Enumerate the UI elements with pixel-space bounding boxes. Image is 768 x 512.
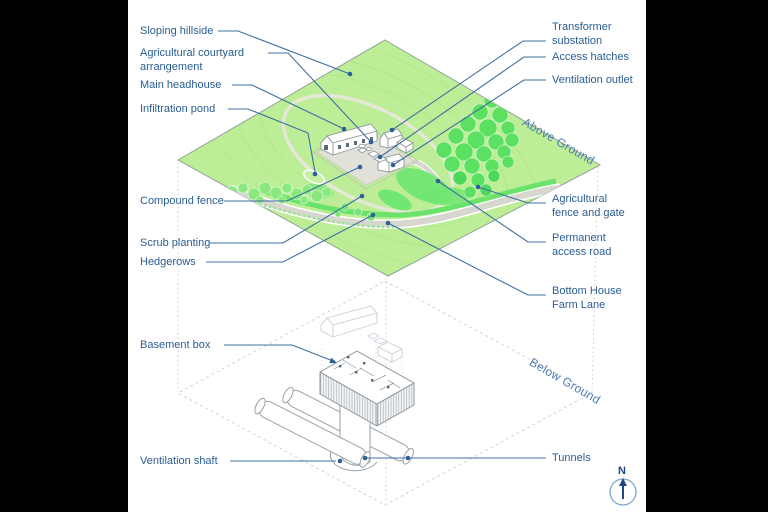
north-compass bbox=[609, 478, 637, 506]
leader-ventilation-outlet bbox=[392, 79, 546, 166]
woodland-cluster bbox=[435, 91, 520, 199]
leader-permanent-access-road bbox=[437, 180, 546, 243]
label-compound-fence: Compound fence bbox=[140, 194, 224, 208]
ghost-surface-buildings bbox=[320, 305, 403, 400]
ventilation-outlet-building bbox=[377, 153, 405, 173]
label-hedgerows: Hedgerows bbox=[140, 255, 196, 269]
label-scrub-planting: Scrub planting bbox=[140, 236, 210, 250]
label-text: fence and gate bbox=[552, 207, 625, 219]
label-text: Infiltration pond bbox=[140, 103, 216, 115]
access-hatches-shapes bbox=[357, 143, 388, 163]
farm-lane-road bbox=[228, 183, 561, 229]
label-text: Ventilation outlet bbox=[552, 74, 633, 86]
leader-bottom-house-farm-lane bbox=[387, 222, 546, 296]
basement-plan-lines bbox=[333, 359, 401, 391]
basement-box-structure bbox=[319, 350, 415, 427]
label-agricultural-fence-gate: Agricultural fence and gate bbox=[552, 192, 625, 220]
leader-transformer-substation bbox=[391, 40, 546, 131]
leader-scrub-planting bbox=[210, 195, 363, 244]
label-text: Main headhouse bbox=[140, 79, 222, 91]
compass-north-label: N bbox=[618, 465, 626, 477]
label-infiltration-pond: Infiltration pond bbox=[140, 102, 215, 116]
ghost-hatch bbox=[367, 332, 380, 340]
leader-access-hatches bbox=[379, 56, 546, 158]
label-access-hatches: Access hatches bbox=[552, 50, 629, 64]
label-text: Permanent bbox=[552, 232, 606, 244]
leader-dots bbox=[312, 71, 481, 464]
label-text: Sloping hillside bbox=[140, 25, 214, 37]
label-ventilation-shaft: Ventilation shaft bbox=[140, 454, 218, 468]
label-permanent-access-road: Permanent access road bbox=[552, 231, 611, 259]
above-ground-site bbox=[176, 39, 602, 277]
label-agricultural-courtyard: Agricultural courtyard arrangement bbox=[140, 46, 244, 74]
ghost-headhouse bbox=[320, 305, 378, 338]
label-text: Agricultural courtyard bbox=[140, 47, 244, 59]
leader-hedgerows bbox=[206, 214, 374, 263]
label-text: Access hatches bbox=[552, 51, 630, 63]
label-text: Ventilation shaft bbox=[140, 455, 218, 467]
label-sloping-hillside: Sloping hillside bbox=[140, 24, 213, 38]
label-main-headhouse: Main headhouse bbox=[140, 78, 221, 92]
substation-annex-box bbox=[396, 137, 414, 154]
label-text: Farm Lane bbox=[552, 299, 606, 311]
label-text: access road bbox=[552, 246, 612, 258]
label-tunnels: Tunnels bbox=[552, 451, 591, 465]
label-text: Scrub planting bbox=[140, 237, 211, 249]
label-text: Hedgerows bbox=[140, 256, 196, 268]
label-text: Basement box bbox=[140, 339, 211, 351]
label-text: Tunnels bbox=[552, 452, 591, 464]
tree-row-left bbox=[225, 181, 333, 205]
label-basement-box: Basement box bbox=[140, 338, 210, 352]
basement-plan-marks bbox=[339, 356, 390, 389]
label-transformer-substation: Transformer substation bbox=[552, 20, 612, 48]
label-text: Agricultural bbox=[552, 193, 608, 205]
ghost-hatch bbox=[373, 337, 388, 345]
leader-sloping-hillside bbox=[218, 30, 351, 75]
label-text: Bottom House bbox=[552, 285, 622, 297]
label-text: Transformer bbox=[552, 21, 612, 33]
leader-lines bbox=[206, 30, 546, 462]
ghost-substation bbox=[377, 341, 403, 363]
infiltration-pond-shape bbox=[303, 169, 325, 185]
leader-basement-box bbox=[224, 344, 334, 362]
leader-infiltration-pond bbox=[228, 108, 316, 173]
basement-box-arrowhead bbox=[329, 357, 337, 364]
leader-main-headhouse bbox=[232, 84, 345, 130]
compass-arrowhead-icon bbox=[619, 478, 627, 486]
label-text: Compound fence bbox=[140, 195, 224, 207]
leader-agricultural-courtyard bbox=[268, 52, 372, 143]
label-ventilation-outlet: Ventilation outlet bbox=[552, 73, 633, 87]
leader-agricultural-fence-gate bbox=[477, 186, 546, 204]
label-text: substation bbox=[552, 35, 603, 47]
label-text: arrangement bbox=[140, 61, 203, 73]
leader-compound-fence bbox=[224, 166, 361, 202]
